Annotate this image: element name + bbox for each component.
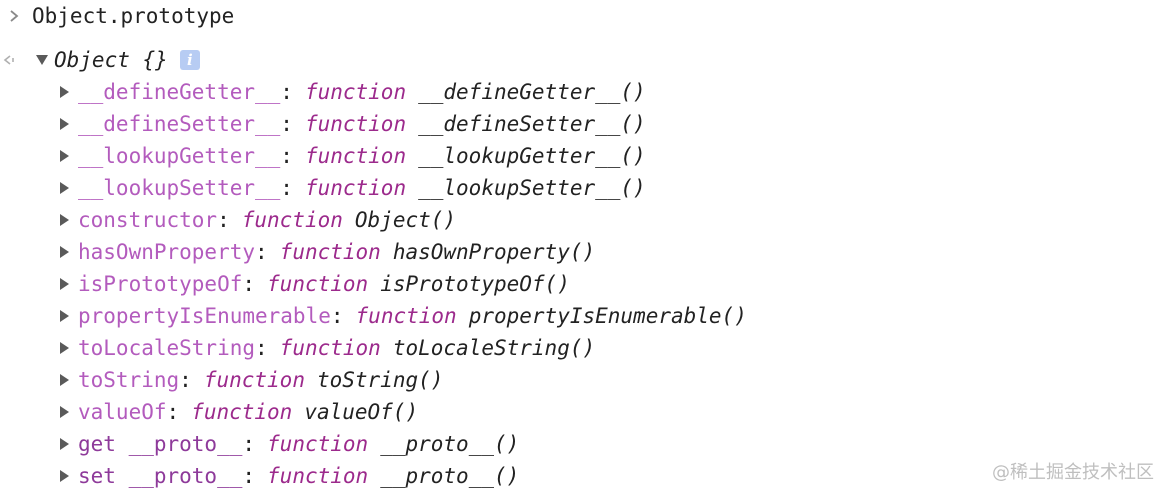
property-row[interactable]: toString: function toString() — [56, 364, 443, 396]
property-row[interactable]: constructor: function Object() — [56, 204, 456, 236]
function-keyword: function — [355, 304, 457, 328]
property-row[interactable]: __lookupGetter__: function __lookupGetter_… — [56, 140, 646, 172]
return-arrow-icon — [0, 44, 20, 76]
function-name: toString() — [316, 368, 444, 392]
property-key: isPrototypeOf — [78, 272, 243, 296]
property-row[interactable]: __lookupSetter__: function __lookupSetter_… — [56, 172, 646, 204]
property-key: get __proto__ — [78, 432, 243, 456]
property-key: toLocaleString — [78, 336, 256, 360]
triangle-right-icon[interactable] — [56, 268, 72, 300]
function-keyword: function — [304, 176, 407, 200]
function-keyword: function — [203, 368, 305, 392]
property-row[interactable]: propertyIsEnumerable: function propertyIsE… — [56, 300, 747, 332]
property-colon: : — [242, 464, 256, 488]
function-name: isPrototypeOf() — [380, 272, 570, 296]
object-label: Object {} — [54, 48, 168, 72]
property-row[interactable]: isPrototypeOf: function isPrototypeOf() — [56, 268, 570, 300]
property-row[interactable]: toLocaleString: function toLocaleString() — [56, 332, 595, 364]
function-name: __defineSetter__() — [418, 112, 646, 136]
triangle-down-icon[interactable] — [34, 44, 50, 76]
function-keyword: function — [304, 144, 407, 168]
triangle-right-icon[interactable] — [56, 364, 72, 396]
triangle-right-icon[interactable] — [56, 460, 72, 492]
function-keyword: function — [241, 208, 343, 232]
property-key: __defineGetter__ — [78, 80, 281, 104]
function-name: __proto__() — [380, 432, 520, 456]
triangle-right-icon[interactable] — [56, 140, 72, 172]
property-key: __defineSetter__ — [78, 112, 281, 136]
property-colon: : — [217, 208, 230, 232]
property-colon: : — [242, 272, 256, 296]
function-keyword: function — [304, 112, 407, 136]
property-key: __lookupGetter__ — [78, 144, 281, 168]
triangle-right-icon[interactable] — [56, 76, 72, 108]
triangle-right-icon[interactable] — [56, 172, 72, 204]
function-keyword: function — [304, 80, 407, 104]
info-icon[interactable]: i — [179, 50, 200, 70]
property-row[interactable]: hasOwnProperty: function hasOwnProperty() — [56, 236, 595, 268]
property-row[interactable]: set __proto__: function __proto__() — [56, 460, 519, 492]
property-colon: : — [179, 368, 192, 392]
function-name: toLocaleString() — [392, 336, 596, 360]
property-row[interactable]: get __proto__: function __proto__() — [56, 428, 519, 460]
watermark: @稀土掘金技术社区 — [992, 462, 1154, 483]
triangle-right-icon[interactable] — [56, 300, 72, 332]
function-name: __lookupSetter__() — [418, 176, 646, 200]
property-colon: : — [280, 112, 293, 136]
property-row[interactable]: valueOf: function valueOf() — [56, 396, 418, 428]
property-colon: : — [255, 240, 268, 264]
function-name: propertyIsEnumerable() — [468, 304, 747, 328]
chevron-right-icon — [4, 0, 24, 32]
property-colon: : — [242, 432, 256, 456]
function-name: hasOwnProperty() — [392, 240, 596, 264]
property-key: set __proto__ — [78, 464, 243, 488]
property-key: hasOwnProperty — [78, 240, 256, 264]
property-colon: : — [255, 336, 268, 360]
console-input-text: Object.prototype — [32, 4, 235, 28]
triangle-right-icon[interactable] — [56, 396, 72, 428]
property-colon: : — [280, 144, 293, 168]
triangle-right-icon[interactable] — [56, 204, 72, 236]
property-colon: : — [280, 80, 293, 104]
object-tree-root[interactable]: Object {} i — [34, 44, 200, 76]
function-keyword: function — [267, 432, 369, 456]
property-colon: : — [166, 400, 180, 424]
property-row[interactable]: __defineGetter__: function __defineGetter_… — [56, 76, 646, 108]
triangle-right-icon[interactable] — [56, 236, 72, 268]
function-keyword: function — [279, 240, 381, 264]
property-key: toString — [78, 368, 180, 392]
function-keyword: function — [279, 336, 381, 360]
function-name: __defineGetter__() — [418, 80, 646, 104]
triangle-right-icon[interactable] — [56, 332, 72, 364]
property-key: constructor — [78, 208, 218, 232]
function-keyword: function — [267, 464, 369, 488]
triangle-right-icon[interactable] — [56, 428, 72, 460]
property-colon: : — [330, 304, 344, 328]
function-keyword: function — [191, 400, 293, 424]
function-name: __proto__() — [380, 464, 520, 488]
triangle-right-icon[interactable] — [56, 108, 72, 140]
function-name: __lookupGetter__() — [418, 144, 646, 168]
property-key: valueOf — [78, 400, 167, 424]
function-name: Object() — [354, 208, 457, 232]
property-row[interactable]: __defineSetter__: function __defineSetter_… — [56, 108, 646, 140]
function-name: valueOf() — [304, 400, 419, 424]
property-key: __lookupSetter__ — [78, 176, 281, 200]
function-keyword: function — [267, 272, 369, 296]
property-key: propertyIsEnumerable — [78, 304, 331, 328]
property-colon: : — [280, 176, 293, 200]
